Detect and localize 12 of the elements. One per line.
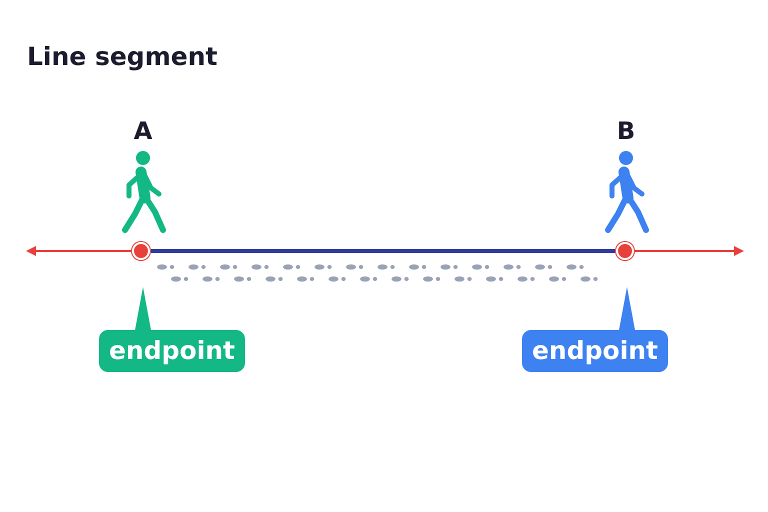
point-label: A: [132, 117, 154, 145]
endpoint-dot: [616, 242, 634, 260]
line-segment: [151, 249, 615, 253]
callout-pointer: [135, 287, 151, 330]
ray-arrow: [635, 246, 744, 256]
title: Line segment: [27, 42, 218, 71]
callout-pointer: [619, 287, 635, 330]
point-label: B: [616, 117, 636, 145]
endpoint-callout: endpoint: [522, 330, 668, 372]
endpoint-callout: endpoint: [99, 330, 245, 372]
ray-arrow: [26, 246, 131, 256]
endpoint-dot: [132, 242, 150, 260]
